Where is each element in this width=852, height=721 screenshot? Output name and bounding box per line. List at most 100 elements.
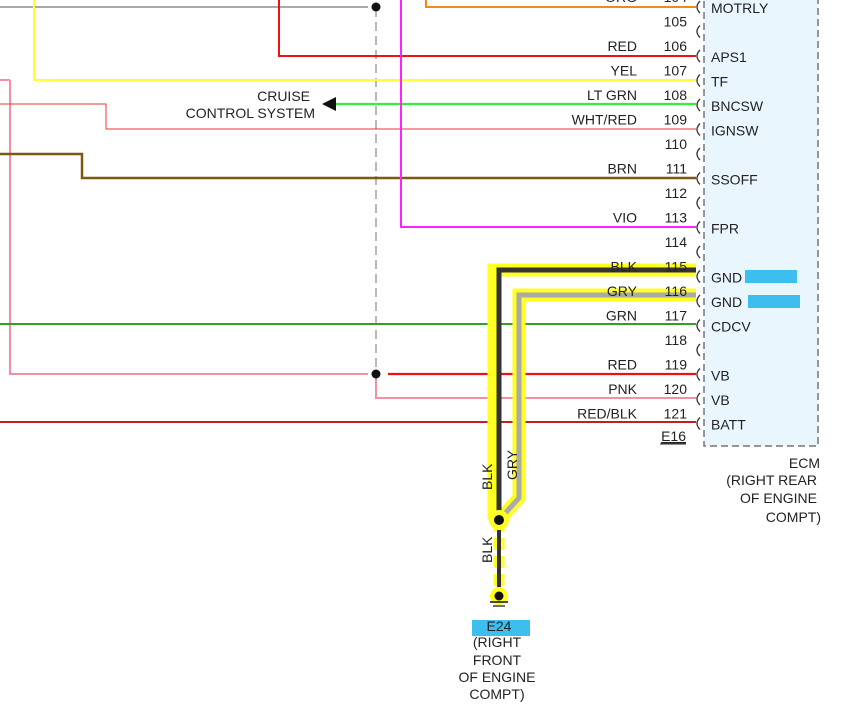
- pin-wire-color: YEL: [611, 63, 638, 79]
- pin-number: 120: [664, 381, 688, 397]
- pin-wire-color: RED/BLK: [577, 406, 638, 422]
- splice-dot-top: [371, 2, 381, 12]
- wire-yel-pin107: [33, 0, 696, 81]
- pin-number: 116: [665, 283, 688, 299]
- pin-wire-color: RED: [607, 357, 637, 373]
- pin-bracket: [696, 319, 701, 332]
- pin-number: 113: [665, 210, 688, 226]
- pin-wire-color: GRY: [607, 283, 638, 299]
- ecm-pin-121: 121 RED/BLK BATT: [577, 406, 746, 433]
- pin-number: 111: [666, 161, 687, 177]
- pin-number: 112: [665, 185, 688, 201]
- pin-bracket: [696, 196, 701, 210]
- ecm-box: [703, 0, 819, 447]
- pin-wire-color: PNK: [608, 381, 637, 397]
- pin-terminal-name: VB: [711, 368, 730, 384]
- ecm-pin-119: 119 RED VB: [607, 357, 729, 384]
- pin-wire-color: ORG: [605, 0, 637, 5]
- cruise-label-line: CONTROL SYSTEM: [186, 105, 315, 121]
- pin-terminal-name: IGNSW: [711, 123, 759, 139]
- pin-terminal-name: MOTRLY: [711, 0, 769, 16]
- pin-terminal-name: APS1: [711, 49, 747, 65]
- wire-org-pin104: [425, 0, 696, 8]
- ground-location-line: FRONT: [473, 652, 522, 668]
- pin-number: 110: [665, 136, 688, 152]
- pin-terminal-name: BATT: [711, 417, 746, 433]
- pin-bracket: [696, 74, 701, 87]
- pin-wire-color: RED: [607, 38, 637, 54]
- pin-terminal-name: GND: [711, 270, 742, 286]
- pin-bracket: [696, 417, 701, 430]
- wire-blk-pin115: [496, 267, 696, 520]
- ground-location-line: (RIGHT: [473, 634, 522, 650]
- pin-number: 121: [664, 406, 688, 422]
- ecm-location-line: COMPT): [766, 509, 821, 525]
- redaction-mark: [748, 295, 800, 308]
- ground-location-line: OF ENGINE: [458, 669, 535, 685]
- pin-number: 107: [664, 63, 688, 79]
- ecm-location-line: OF ENGINE: [740, 490, 817, 506]
- pin-bracket: [696, 343, 701, 357]
- cruise-arrow: [322, 97, 336, 111]
- pin-bracket: [696, 392, 701, 406]
- pin-bracket: [696, 49, 701, 63]
- pin-terminal-name: VB: [711, 392, 730, 408]
- pin-wire-color: BRN: [607, 161, 637, 177]
- pin-wire-color: GRN: [606, 308, 637, 324]
- pin-number: 114: [665, 234, 688, 250]
- pin-wire-color: BLK: [611, 259, 638, 275]
- pin-number: 106: [664, 38, 688, 54]
- pin-bracket: [696, 368, 701, 381]
- pin-number: 109: [664, 112, 688, 128]
- pin-terminal-name: BNCSW: [711, 98, 764, 114]
- pin-bracket: [696, 123, 701, 136]
- ecm-pin-104: 104 ORG MOTRLY: [605, 0, 769, 16]
- pin-terminal-name: GND: [711, 294, 742, 310]
- cruise-label-line: CRUISE: [257, 88, 310, 104]
- ecm-connector-id: E16: [661, 428, 686, 444]
- pin-terminal-name: SSOFF: [711, 172, 758, 188]
- pin-number: 115: [665, 259, 688, 275]
- pin-bracket: [696, 221, 701, 234]
- ecm-pin-115: 115 BLK GND: [611, 259, 743, 286]
- ecm-pin-113: 113 VIO FPR: [613, 210, 739, 237]
- pin-number: 119: [665, 357, 688, 373]
- ground-symbol-icon: [490, 587, 508, 607]
- ecm-pin-106: 106 RED APS1: [607, 38, 747, 65]
- ecm-location-line: (RIGHT REAR: [726, 472, 817, 488]
- pin-number: 118: [665, 332, 688, 348]
- redaction-mark: [745, 270, 797, 283]
- pin-terminal-name: FPR: [711, 221, 739, 237]
- ecm-pin-111: 111 BRN SSOFF: [607, 161, 757, 188]
- ground-wire-label-gry: GRY: [504, 449, 520, 480]
- pin-bracket: [696, 245, 701, 259]
- pin-terminal-name: CDCV: [711, 319, 751, 335]
- wire-brn-pin111: [0, 152, 696, 180]
- ecm-pin-112: 112: [665, 185, 701, 210]
- ground-location-line: COMPT): [469, 686, 524, 702]
- pin-wire-color: WHT/RED: [572, 112, 637, 128]
- pin-number: 104: [664, 0, 688, 5]
- wire-vio-pin113: [400, 0, 696, 228]
- pin-bracket: [696, 0, 701, 14]
- splice-dot-pnk: [371, 369, 381, 379]
- pin-bracket: [696, 98, 701, 112]
- wire-pnk-pin120: [375, 374, 696, 399]
- ecm-pin-110: 110: [665, 136, 701, 161]
- wire-pnk-main: [9, 80, 368, 375]
- ecm-pin-117: 117 GRN CDCV: [606, 308, 751, 335]
- ground-point-id: E24: [487, 618, 512, 634]
- ground-wire-label-blk-lower: BLK: [479, 536, 495, 563]
- pin-wire-color: LT GRN: [587, 87, 637, 103]
- ecm-pin-105: 105: [664, 14, 701, 38]
- ecm-pin-109: 109 WHT/RED IGNSW: [572, 112, 760, 139]
- pin-wire-color: VIO: [613, 210, 637, 226]
- pin-number: 105: [664, 14, 688, 30]
- pin-bracket: [696, 294, 701, 308]
- redaction-mark: [472, 620, 530, 636]
- ecm-pin-118: 118: [665, 332, 701, 357]
- pin-terminal-name: TF: [711, 74, 728, 90]
- pin-number: 117: [665, 308, 688, 324]
